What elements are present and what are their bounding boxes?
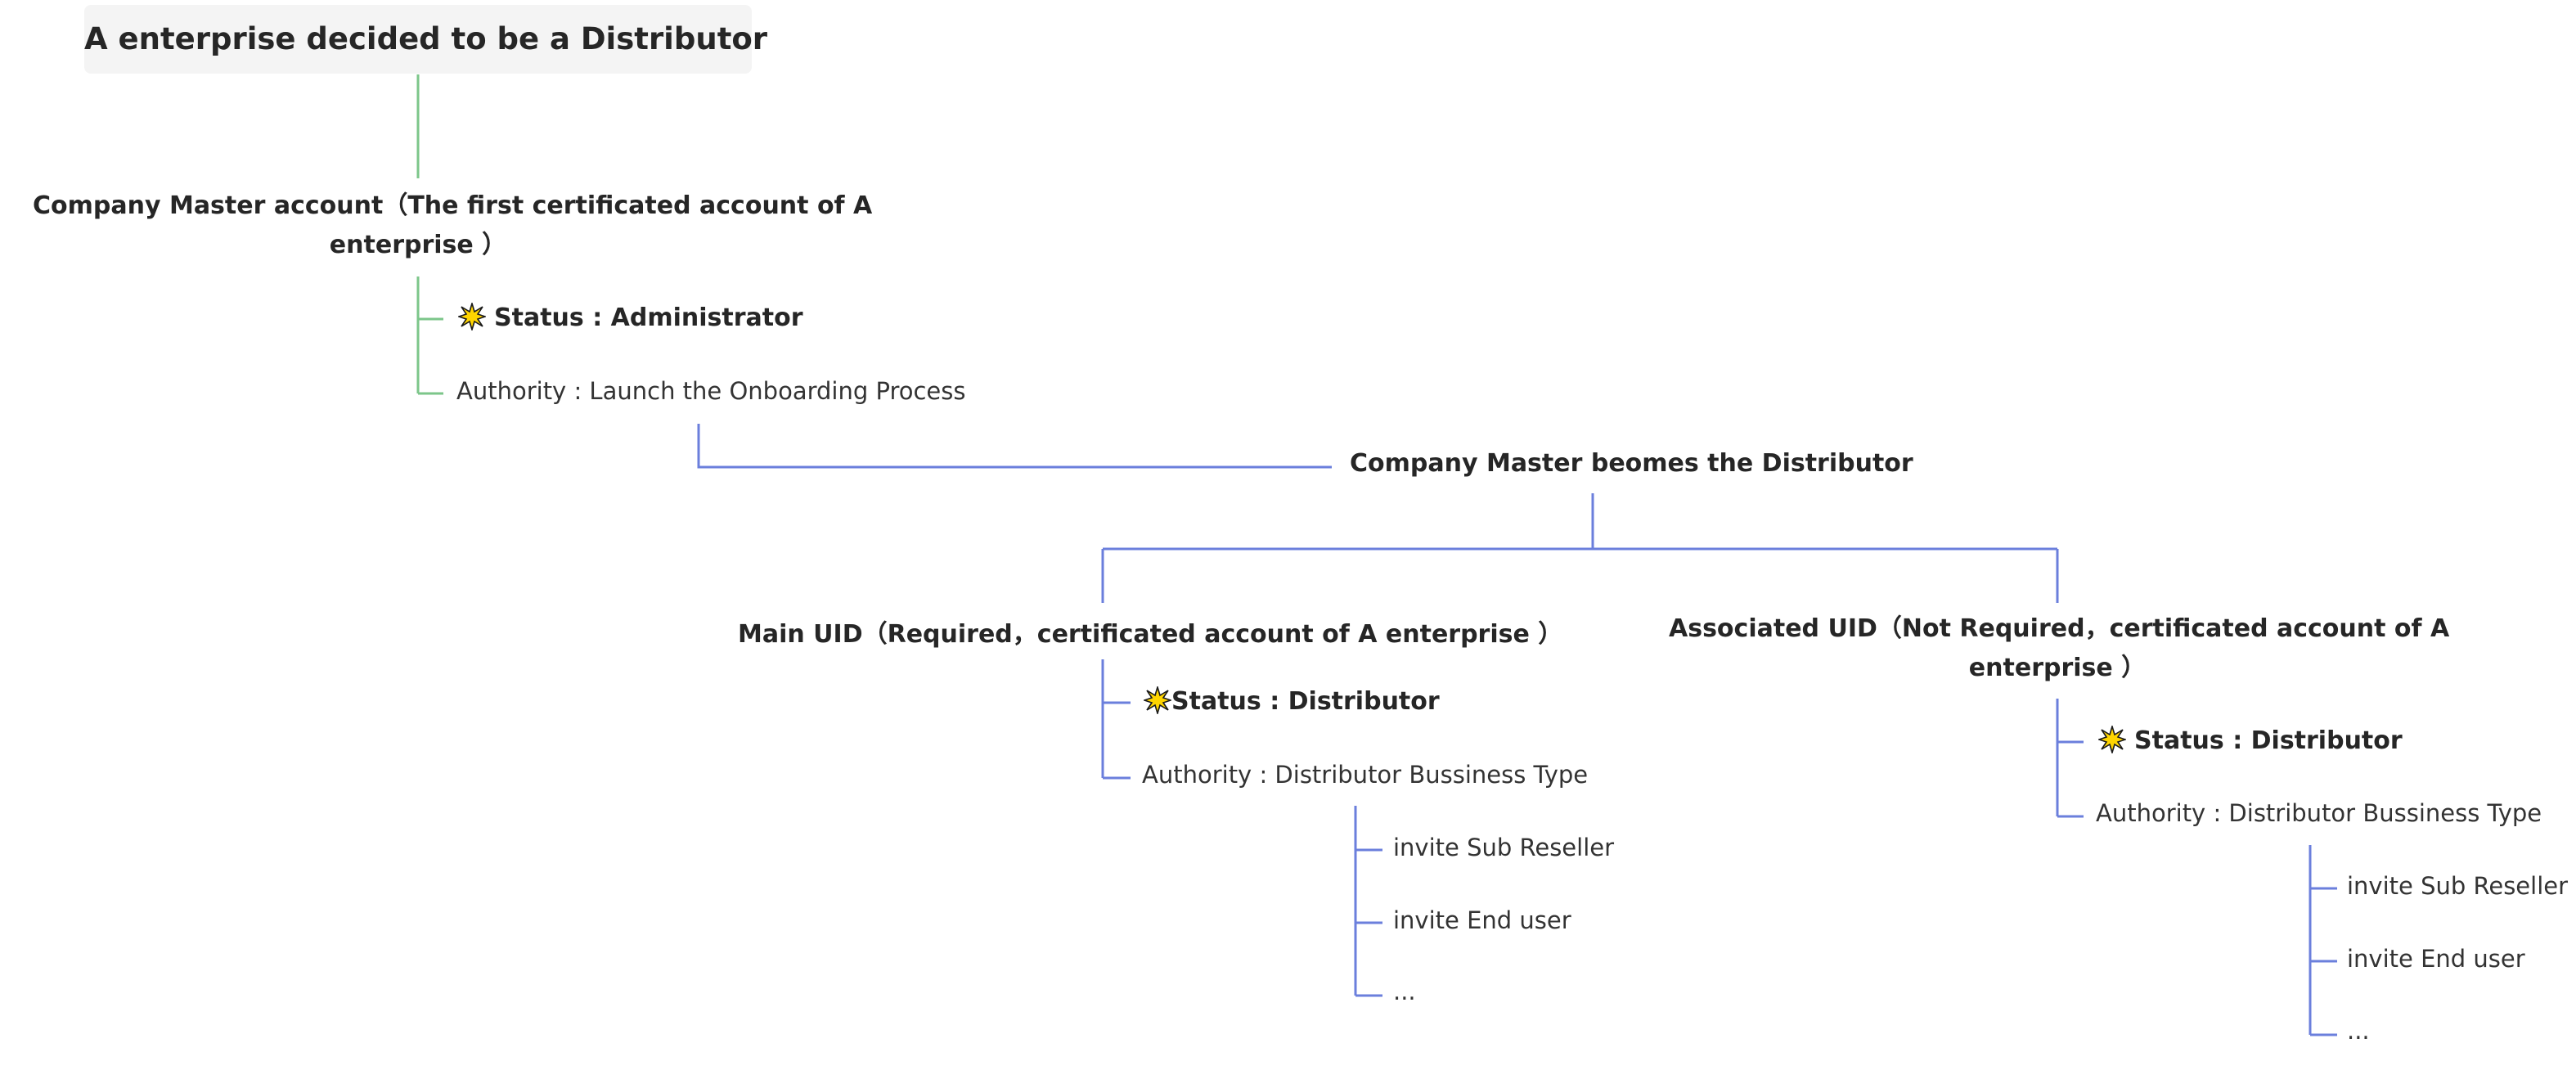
associated-uid-node: Associated UID（Not Required，certificated… xyxy=(1669,609,2450,688)
burst-icon xyxy=(1144,686,1171,714)
connector-authority-to-distributor xyxy=(697,424,1332,469)
root-node-title: A enterprise decided to be a Distributor xyxy=(84,21,768,56)
burst-icon xyxy=(458,303,486,330)
connector-associated-authority-children xyxy=(2309,845,2337,1036)
connector-associated-uid-children xyxy=(2056,699,2084,818)
connector-company-master-children xyxy=(416,276,443,395)
company-master-node: Company Master account（The first certifi… xyxy=(33,187,873,265)
main-uid-child-more: ... xyxy=(1393,978,1416,1005)
company-master-status: Status : Administrator xyxy=(458,303,803,332)
main-uid-status-label: Status : Distributor xyxy=(1171,687,1440,716)
company-master-status-label: Status : Administrator xyxy=(494,303,803,332)
main-uid-status: Status : Distributor xyxy=(1144,686,1440,716)
root-node-box xyxy=(84,5,752,74)
connector-distributor-split xyxy=(1101,493,2059,603)
distributor-node: Company Master beomes the Distributor xyxy=(1350,449,1913,478)
main-uid-authority: Authority : Distributor Bussiness Type xyxy=(1142,761,1589,789)
associated-uid-child-sub-reseller: invite Sub Reseller xyxy=(2347,872,2569,900)
associated-uid-line1: Associated UID（Not Required，certificated… xyxy=(1669,614,2450,643)
burst-icon xyxy=(2098,726,2126,753)
main-uid-child-end-user: invite End user xyxy=(1393,906,1571,934)
company-master-authority: Authority : Launch the Onboarding Proces… xyxy=(456,377,966,405)
company-master-line2: enterprise ） xyxy=(329,231,507,259)
connector-main-uid-children xyxy=(1101,659,1131,780)
associated-uid-status: Status : Distributor xyxy=(2098,726,2403,755)
connector-main-authority-children xyxy=(1354,806,1382,997)
company-master-line1: Company Master account（The first certifi… xyxy=(33,191,873,220)
associated-uid-authority: Authority : Distributor Bussiness Type xyxy=(2096,799,2542,827)
associated-uid-status-label: Status : Distributor xyxy=(2134,726,2403,755)
associated-uid-line2: enterprise ） xyxy=(1968,654,2147,682)
main-uid-node: Main UID（Required，certificated account o… xyxy=(738,620,1563,649)
associated-uid-child-end-user: invite End user xyxy=(2347,945,2525,973)
main-uid-child-sub-reseller: invite Sub Reseller xyxy=(1393,834,1615,861)
associated-uid-child-more: ... xyxy=(2347,1017,2370,1045)
